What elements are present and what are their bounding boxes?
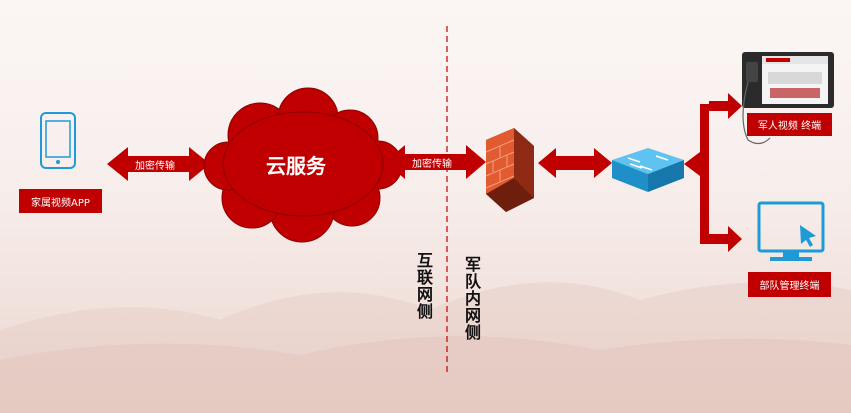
cloud-shape: [203, 87, 403, 243]
phone-icon: [40, 112, 76, 169]
video-terminal-icon: [742, 52, 834, 145]
military-side-label: 军队内网侧: [464, 255, 481, 342]
firewall-switch-double-arrow: [538, 148, 612, 178]
background-mountains-far: [0, 336, 851, 413]
internet-side-label: 互联网侧: [416, 251, 433, 321]
left-double-arrow: [107, 147, 210, 181]
branch-arrow: [684, 93, 742, 252]
right-arrow-label: 加密传输: [412, 159, 452, 170]
middle-double-arrow: [385, 145, 486, 179]
monitor-icon: [757, 201, 825, 261]
cloud-label: 云服务: [266, 154, 326, 178]
left-arrow-label: 加密传输: [135, 161, 175, 172]
admin-label: 部队管理终端: [748, 272, 831, 297]
terminal-label: 军人视频 终端: [747, 113, 832, 136]
network-switch-icon: [612, 148, 684, 192]
firewall-icon: [485, 128, 534, 212]
app-label: 家属视频APP: [19, 189, 102, 213]
